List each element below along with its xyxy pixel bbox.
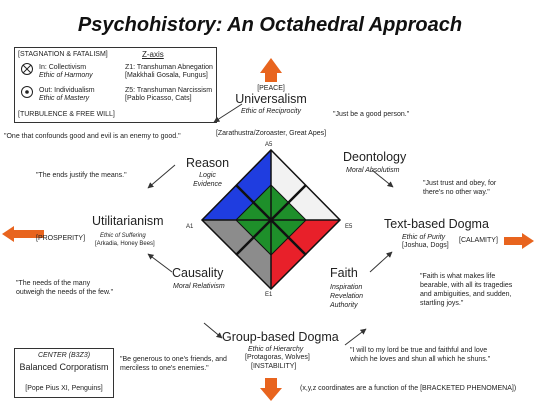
quote-generous-line1: "Be generous to one's friends, and <box>120 356 227 363</box>
out-circle-dot-icon <box>21 86 33 98</box>
utilitarianism-ethic: Ethic of Suffering <box>100 233 146 239</box>
legend-z5: Z5: Transhuman Narcissism <box>125 87 213 94</box>
legend-axis: Z-axis <box>142 50 164 59</box>
text-dogma-node: Text-based Dogma <box>384 217 489 231</box>
center-box-head: CENTER (B3Z3) <box>37 352 91 359</box>
legend-bottom: [TURBULENCE & FREE WILL] <box>18 111 115 118</box>
arrow-universalism <box>213 103 243 123</box>
deontology-quote-line2: there's no other way." <box>423 189 490 196</box>
arrow-faith <box>369 251 393 273</box>
legend-z1: Z1: Transhuman Abnegation <box>125 64 213 71</box>
instability-arrow-icon <box>260 378 282 401</box>
axis-label-e1: E1 <box>265 292 273 298</box>
utilitarianism-node: Utilitarianism <box>92 214 164 228</box>
center-box-name: Balanced Corporatism <box>19 362 109 372</box>
text-dogma-examples: [Joshua, Dogs] <box>402 242 449 249</box>
quote-lord-line2: which he loves and shun all which he shu… <box>350 356 491 363</box>
legend-in-ethic: Ethic of Harmony <box>39 72 93 79</box>
legend-top: [STAGNATION & FATALISM] <box>18 51 108 58</box>
faith-quote-line3: and ambiguities, and sudden, <box>420 291 512 298</box>
calamity-arrow-icon <box>504 233 534 249</box>
text-dogma-ethic: Ethic of Purity <box>402 234 446 241</box>
deontology-sub: Moral Absolutism <box>346 167 400 174</box>
causality-node: Causality <box>172 266 224 280</box>
utilitarianism-examples: [Arkadia, Honey Bees] <box>95 241 155 247</box>
instability-phenomenon: [INSTABILITY] <box>251 363 297 370</box>
reason-sub-evidence: Evidence <box>193 181 222 188</box>
legend-z5-examples: [Pablo Picasso, Cats] <box>125 95 192 102</box>
legend-z1-examples: [Makkhali Gosala, Fungus] <box>125 72 208 79</box>
quote-good-evil: "One that confounds good and evil is an … <box>4 133 181 140</box>
faith-quote-line4: startling joys." <box>420 300 464 307</box>
group-dogma-examples: [Protagoras, Wolves] <box>245 354 310 361</box>
arrow-group-right <box>344 328 367 346</box>
page-title: Psychohistory: An Octahedral Approach <box>77 14 463 36</box>
group-dogma-ethic: Ethic of Hierarchy <box>248 346 304 353</box>
legend-in-label: In: Collectivism <box>39 64 87 71</box>
legend-out-ethic: Ethic of Mastery <box>39 95 90 102</box>
reason-sub-logic: Logic <box>199 172 216 179</box>
group-dogma-node: Group-based Dogma <box>222 330 339 344</box>
faith-sub-revelation: Revelation <box>330 293 364 300</box>
arrow-reason <box>147 164 176 189</box>
legend-out-label: Out: Individualism <box>39 87 95 94</box>
axis-label-a5: A5 <box>265 142 273 148</box>
causality-quote-line2: outweigh the needs of the few." <box>16 289 114 296</box>
quote-generous-line2: merciless to one's enemies." <box>120 365 209 372</box>
z-axis-legend: [STAGNATION & FATALISM] Z-axis In: Colle… <box>14 47 217 123</box>
causality-quote-line1: "The needs of the many <box>16 280 91 287</box>
center-box-examples: [Pope Pius XI, Penguins] <box>25 385 103 392</box>
universalism-quote: "Just be a good person." <box>333 111 410 118</box>
faith-quote-line1: "Faith is what makes life <box>420 273 496 280</box>
arrow-group-left <box>203 322 223 339</box>
prosperity-arrow-icon <box>2 226 44 242</box>
arrow-deontology <box>371 169 394 188</box>
universalism-examples: [Zarathustra/Zoroaster, Great Apes] <box>215 130 327 137</box>
center-box: CENTER (B3Z3) Balanced Corporatism [Pope… <box>14 348 114 398</box>
faith-node: Faith <box>330 266 358 280</box>
faith-sub-inspiration: Inspiration <box>330 284 363 291</box>
faith-quote-line2: bearable, with all its tragedies <box>420 282 513 289</box>
deontology-node: Deontology <box>343 150 407 164</box>
prosperity-phenomenon: [PROSPERITY] <box>36 235 86 242</box>
reason-node: Reason <box>186 156 230 170</box>
reason-quote: "The ends justify the means." <box>36 172 127 179</box>
diagonal-b <box>235 184 307 256</box>
axis-label-e5: E5 <box>345 224 353 230</box>
universalism-ethic: Ethic of Reciprocity <box>241 108 301 115</box>
calamity-phenomenon: [CALAMITY] <box>459 237 498 244</box>
in-circle-cross-icon <box>21 63 33 75</box>
peace-arrow-icon <box>260 58 282 82</box>
deontology-quote-line1: "Just trust and obey, for <box>423 180 497 187</box>
faith-sub-authority: Authority <box>330 302 358 309</box>
universalism-phenomenon: [PEACE] <box>257 85 285 92</box>
axis-label-a1: A1 <box>186 224 194 230</box>
universalism-node: Universalism <box>235 92 307 106</box>
arrow-causality <box>147 253 173 273</box>
causality-sub: Moral Relativism <box>173 283 225 290</box>
footnote: (x,y,z coordinates are a function of the… <box>300 385 517 392</box>
quote-lord-line1: "I will to my lord be true and faithful … <box>350 347 488 354</box>
